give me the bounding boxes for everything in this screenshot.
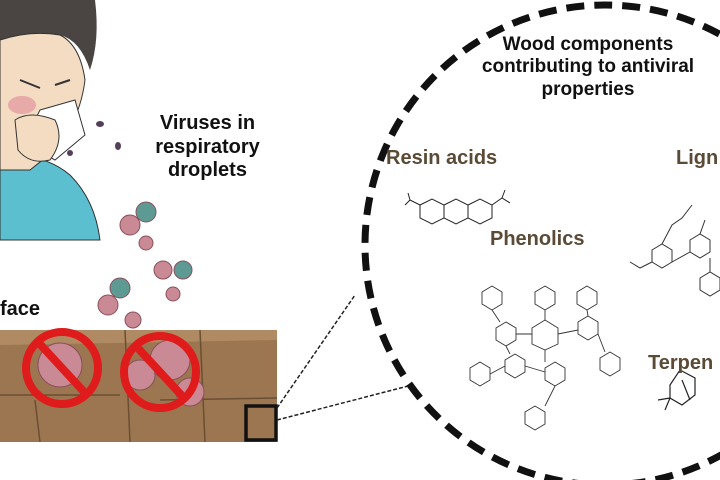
lignans-label: Lign xyxy=(676,147,719,169)
phenolics-label: Phenolics xyxy=(490,228,585,250)
connector-line xyxy=(276,294,356,409)
magnified-circle xyxy=(361,1,720,480)
droplets-label: Viruses in respiratory droplets xyxy=(155,112,260,182)
resin-acids-label: Resin acids xyxy=(386,147,498,169)
lignan-structure xyxy=(629,204,720,297)
prohibition-icon xyxy=(22,328,102,408)
circle-title: Wood components contributing to antivira… xyxy=(481,34,695,100)
terpene-structure xyxy=(657,360,696,411)
terpenes-label: Terpen xyxy=(648,352,714,374)
phenolics-structure xyxy=(469,285,621,431)
connector-line xyxy=(276,384,413,421)
surface-label: face xyxy=(0,298,41,320)
zoom-region-box xyxy=(244,404,278,442)
prohibition-icon xyxy=(120,332,200,412)
resin-acid-structure xyxy=(404,189,511,225)
sneezing-person xyxy=(0,0,121,241)
